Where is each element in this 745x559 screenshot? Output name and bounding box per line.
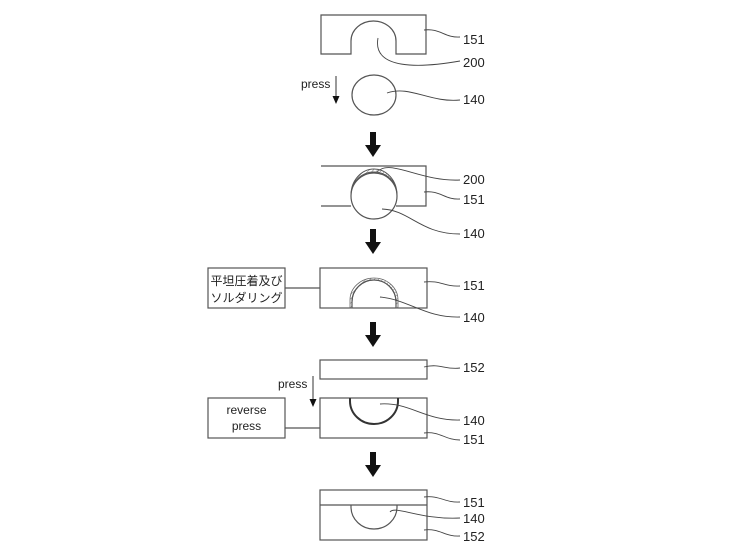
leader-line [423,281,461,287]
flow-arrow-icon [365,132,381,157]
ref-152: 152 [463,529,485,544]
press-arrow-icon [309,376,317,407]
leader-line [379,296,461,318]
leader-line [377,37,461,66]
solder-ball-140 [350,172,398,220]
ref-151: 151 [463,432,485,447]
leader-line [386,90,461,101]
step-2: 200 151 140 [321,165,485,241]
leader-line [376,167,461,181]
flow-arrow-icon [365,322,381,347]
ref-140: 140 [463,310,485,325]
coating-layer [349,277,399,309]
flow-arrow-icon [365,229,381,254]
leader-line [389,509,461,519]
leader-line [423,432,461,441]
ref-140: 140 [463,511,485,526]
flow-arrow-icon [365,452,381,477]
leader-line [423,29,461,38]
ref-151: 151 [463,192,485,207]
ref-151: 151 [463,32,485,47]
leader-line [423,365,461,369]
ref-200: 200 [463,55,485,70]
ref-140: 140 [463,413,485,428]
step-4: press reverse press 152 140 151 [207,359,485,447]
solder-ball-140 [349,398,399,425]
ref-140: 140 [463,226,485,241]
ref-200: 200 [463,172,485,187]
ref-140: 140 [463,92,485,107]
press-arrow-icon [332,76,340,104]
solder-ball-140 [351,279,397,308]
mold-151 [319,397,428,439]
leader-line [423,529,461,537]
process-box-line-2: press [232,419,261,433]
step-3: 平坦圧着及び ソルダリング 151 140 [207,267,485,325]
ref-151: 151 [463,495,485,510]
leader-line [381,208,461,235]
process-box-line-1: 平坦圧着及び [210,273,282,288]
solder-ball-140 [351,74,397,116]
mold-151-with-cavity [320,14,427,55]
press-label: press [278,377,307,391]
ref-151: 151 [463,278,485,293]
step-5: 151 140 152 [319,489,485,544]
mold-151-and-plate-152 [319,489,428,541]
process-box-reverse-press [207,397,286,439]
solder-ball-140 [350,505,398,530]
process-box-line-1: reverse [226,403,266,417]
leader-line [379,403,461,421]
process-box-line-2: ソルダリング [210,290,282,305]
step-1: press 151 200 140 [301,14,485,116]
ref-152: 152 [463,360,485,375]
leader-line [423,191,461,200]
mold-151 [319,267,428,309]
mold-151 [321,165,427,207]
plate-152 [319,359,428,380]
press-label: press [301,77,330,91]
leader-line [423,496,461,503]
